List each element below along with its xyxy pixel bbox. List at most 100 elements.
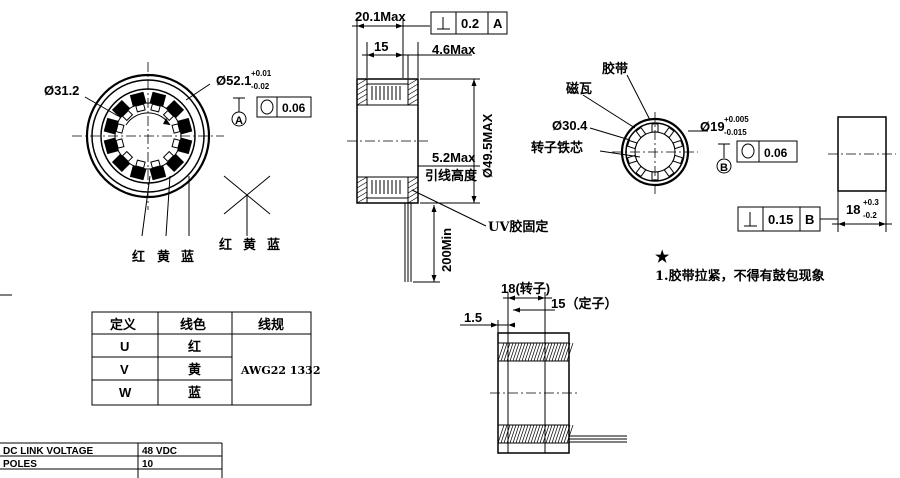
hatch-line [512,342,520,362]
coil-marks [371,86,401,194]
stator-slot [111,153,131,173]
stator-tooth [150,103,161,113]
hatch-line [554,424,562,444]
star-label-yellow: 黄 [243,237,256,253]
rotor-magnet [663,126,675,139]
stator-slot [177,117,193,135]
spec-table: DC LINK VOLTAGE 48 VDC POLES 10 [0,442,223,478]
datum-b-label: B [720,162,728,174]
table-header-gauge: 线规 [258,317,284,333]
hatch-line [521,342,529,362]
hatch-line [407,181,419,189]
uv-glue-label: UV胶固定 [488,219,548,235]
hatch-line [560,424,568,444]
stator-slot [165,153,185,173]
hatch-line [551,342,559,362]
wire-label-red: 红 [132,249,145,265]
hatch-line [356,196,368,204]
stator-tooth [171,123,181,134]
hatch-line [563,342,571,362]
hatch-line [503,342,511,362]
star-label-red: 红 [219,237,232,253]
stator-tooth [150,159,161,169]
dim-30-4: Ø30.4 [552,118,588,133]
stator-slot [129,91,147,107]
dim-4-6: 4.6Max [432,42,476,57]
hatch-line [407,191,419,199]
tape-label: 胶带 [602,61,628,77]
hatch-line [356,176,368,184]
wire-table: 定义 线色 线规 U V W 红 黄 蓝 AWG22 1332 [91,311,321,406]
perp-value-side: 0.2 [461,16,479,31]
stator-tooth [115,123,125,134]
stator-slot [103,137,119,155]
hatch-line [554,342,562,362]
hatch-line [512,424,520,444]
rotor-magnet [663,165,675,178]
hatch-line [356,93,368,101]
stator-side-view: 20.1Max 15 4.6Max 0.2 A Ø49.5MAX 5.2Max … [347,9,548,283]
table-row-def: V [120,362,129,377]
perp-datum-rotor: B [805,212,814,227]
hatch-line [542,342,550,362]
stator-tooth [115,138,125,149]
stator-tooth [121,109,134,122]
stator-tooth [121,150,134,163]
hatch-line [539,342,547,362]
stator-slots [103,91,193,181]
hatch-line [518,342,526,362]
wire-label-yellow: 黄 [157,249,170,265]
hatch-line [530,342,538,362]
note-star: ★ [655,249,670,266]
hatch-line [356,83,368,91]
hatch-line [356,186,368,194]
hatch-line [497,424,505,444]
dim-height: Ø49.5MAX [480,113,495,178]
dim-outer-lower-tol: -0.02 [251,82,270,91]
hatch-line [506,424,514,444]
wire-label-blue: 蓝 [181,249,194,265]
dim-19-upper: +0.005 [724,115,749,124]
hatch-line [518,424,526,444]
hatch-line [545,424,553,444]
rotor-magnet [672,154,684,165]
hatch-line [407,78,419,86]
dim-19-lower: -0.015 [724,128,747,137]
dim-15: 15 [374,39,388,54]
hatch-line [566,424,574,444]
spec-label: DC LINK VOLTAGE [3,446,94,457]
table-row-def: W [119,385,132,400]
hatch-line [356,191,368,199]
dim-outer-upper-tol: +0.01 [251,69,272,78]
hatch-line [548,424,556,444]
hatch-line [515,424,523,444]
hatch-line [560,342,568,362]
hatch-line [533,424,541,444]
dim-5-2: 5.2Max [432,150,476,165]
hatch-line [497,342,505,362]
dim-outer-diameter: Ø52.1 [216,73,251,88]
stator-slot [129,165,147,181]
hatch-line [545,342,553,362]
assembly-view: 18(转子) 15（定子） 1.5 [460,281,627,454]
table-row-color: 蓝 [188,385,201,401]
rotor-side-view: 18 +0.3 -0.2 0.15 B [737,116,896,232]
table-row-def: U [120,339,129,354]
stator-tooth [162,150,175,163]
hatch-line [407,98,419,106]
hatch-line [356,88,368,96]
stator-tooth [135,103,146,113]
core-label: 转子铁芯 [531,140,583,156]
table-header-definition: 定义 [109,317,137,333]
hatch-line [524,342,532,362]
hatch-line [407,196,419,204]
stator-tooth [162,109,175,122]
lead-length: 200Min [439,228,454,272]
dim-18-lower: -0.2 [863,211,877,220]
hatch-line [521,424,529,444]
hatch-line [527,342,535,362]
hatch-line [548,342,556,362]
stator-slot [103,117,119,135]
datum-a-label: A [235,115,243,127]
side-hatch [356,78,419,204]
